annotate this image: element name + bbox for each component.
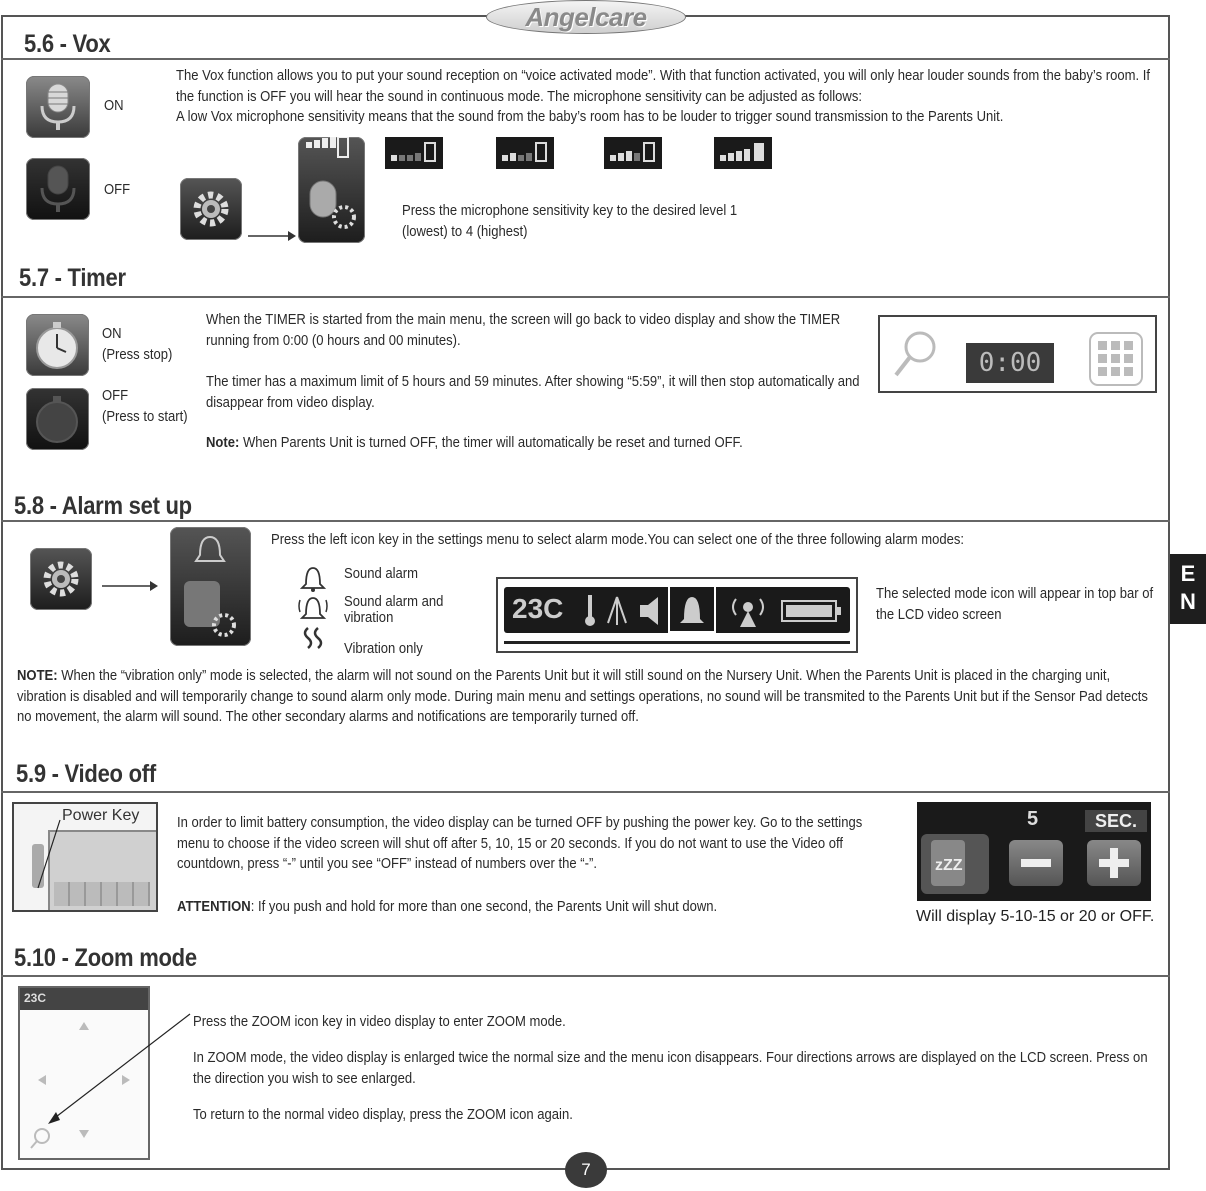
lcd-bar-underline bbox=[504, 641, 850, 644]
countdown-value: 5 bbox=[1027, 808, 1039, 830]
zoom-para3: To return to the normal video display, p… bbox=[193, 1107, 573, 1123]
zoom-para1: Press the ZOOM icon key in video display… bbox=[193, 1014, 566, 1030]
zoom-temperature: 23C bbox=[24, 991, 47, 1005]
brand-logo: Angelcare bbox=[486, 0, 686, 34]
vox-description-2: A low Vox microphone sensitivity means t… bbox=[176, 109, 1004, 125]
timer-para1: When the TIMER is started from the main … bbox=[206, 312, 841, 349]
pointer-line bbox=[37, 819, 61, 889]
divider bbox=[1, 58, 1170, 60]
vox-instruction-line2: (lowest) to 4 (highest) bbox=[402, 224, 528, 240]
vox-description: The Vox function allows you to put your … bbox=[176, 68, 1150, 105]
vox-on-icon bbox=[26, 76, 90, 138]
vox-on-label: ON bbox=[104, 98, 124, 114]
vox-instruction-line1: Press the microphone sensitivity key to … bbox=[402, 203, 738, 219]
alarm-mode-label: Sound alarm and vibration bbox=[344, 594, 444, 626]
timer-off-icon bbox=[26, 388, 89, 450]
arrow-right-icon bbox=[122, 1075, 130, 1085]
alarm-note-label: NOTE: bbox=[17, 668, 58, 684]
divider bbox=[1, 975, 1170, 977]
timer-note-text: When Parents Unit is turned OFF, the tim… bbox=[239, 435, 743, 451]
language-letter: E bbox=[1180, 561, 1196, 586]
timer-on-icon bbox=[26, 314, 89, 376]
video-off-para1: In order to limit battery consumption, t… bbox=[177, 815, 863, 872]
section-title-vox: 5.6 - Vox bbox=[24, 30, 111, 58]
arrow-left-icon bbox=[38, 1075, 46, 1085]
language-tab: E N bbox=[1170, 554, 1206, 624]
zoom-para2: In ZOOM mode, the video display is enlar… bbox=[193, 1050, 1148, 1087]
zoom-magnifier-icon bbox=[894, 331, 936, 377]
alarm-mode-label: Vibration only bbox=[344, 641, 423, 657]
sensitivity-level-icon bbox=[385, 137, 443, 169]
timer-note: Note: When Parents Unit is turned OFF, t… bbox=[206, 433, 863, 454]
vox-sensitivity-key-icon bbox=[298, 136, 365, 243]
video-off-settings-screen: zZZ 5 SEC. bbox=[917, 802, 1151, 901]
alarm-mode-key-icon bbox=[170, 527, 251, 646]
video-off-attention: ATTENTION: If you push and hold for more… bbox=[177, 897, 897, 918]
sleep-icon: zZZ bbox=[921, 834, 989, 894]
timer-para2: The timer has a maximum limit of 5 hours… bbox=[206, 374, 860, 411]
timer-readout: 0:00 bbox=[966, 343, 1054, 383]
plus-icon bbox=[1087, 840, 1141, 886]
device-screen bbox=[48, 830, 156, 910]
zoom-screen-illustration: 23C bbox=[18, 986, 150, 1160]
timer-on-sub: (Press stop) bbox=[102, 347, 173, 363]
zoom-arrows bbox=[30, 1022, 130, 1149]
alarm-mode-label: Sound alarm bbox=[344, 566, 418, 582]
video-off-caption: Will display 5-10-15 or 20 or OFF. bbox=[916, 908, 1155, 925]
vox-off-label: OFF bbox=[104, 182, 131, 198]
section-title-alarm: 5.8 - Alarm set up bbox=[14, 492, 192, 520]
attention-text: : If you push and hold for more than one… bbox=[250, 899, 718, 915]
lcd-temperature: 23C bbox=[512, 593, 564, 624]
alarm-side-text: The selected mode icon will appear in to… bbox=[876, 586, 1154, 623]
zoom-status-bar: 23C bbox=[20, 988, 148, 1010]
section-title-zoom: 5.10 - Zoom mode bbox=[14, 944, 197, 972]
attention-label: ATTENTION bbox=[177, 899, 251, 915]
timer-off-label: OFF bbox=[102, 388, 129, 404]
sensitivity-level-icon bbox=[496, 137, 554, 169]
arrow-right-icon bbox=[248, 231, 296, 241]
vibration-icon bbox=[303, 627, 323, 649]
sensitivity-level-icon bbox=[714, 137, 772, 169]
timer-off-sub: (Press to start) bbox=[102, 409, 188, 425]
pointer-line bbox=[48, 1013, 191, 1124]
arrow-up-icon bbox=[79, 1022, 89, 1030]
sensitivity-level-icon bbox=[604, 137, 662, 169]
thermometer-icon bbox=[585, 595, 595, 626]
section-title-timer: 5.7 - Timer bbox=[19, 264, 126, 292]
seconds-unit: SEC. bbox=[1085, 810, 1147, 832]
language-letter: N bbox=[1180, 589, 1196, 614]
power-key-label: Power Key bbox=[62, 807, 140, 825]
selected-alarm-mode-highlight bbox=[668, 585, 716, 633]
sensor-icon bbox=[607, 596, 627, 625]
power-key-illustration: Power Key bbox=[12, 802, 158, 912]
divider bbox=[1, 520, 1170, 522]
lcd-status-bar: 23C bbox=[504, 585, 850, 633]
arrow-down-icon bbox=[79, 1130, 89, 1138]
settings-gear-icon bbox=[180, 178, 242, 240]
bell-icon bbox=[300, 567, 326, 592]
settings-gear-icon bbox=[30, 548, 92, 610]
timer-on-label: ON bbox=[102, 326, 122, 342]
speaker-icon bbox=[640, 597, 658, 625]
minus-icon bbox=[1009, 840, 1063, 886]
alarm-intro: Press the left icon key in the settings … bbox=[271, 532, 964, 548]
alarm-note-text: When the “vibration only” mode is select… bbox=[17, 668, 1148, 725]
divider bbox=[1, 791, 1170, 793]
signal-tower-icon bbox=[732, 598, 764, 627]
vox-off-icon bbox=[26, 158, 90, 220]
timer-note-label: Note: bbox=[206, 435, 240, 451]
divider bbox=[1, 296, 1170, 298]
battery-icon bbox=[781, 600, 841, 622]
timer-display-panel: 0:00 bbox=[878, 315, 1157, 393]
grid-menu-icon bbox=[1089, 332, 1143, 386]
bell-vibrate-icon bbox=[298, 597, 328, 619]
svg-text:zZZ: zZZ bbox=[935, 857, 963, 874]
alarm-note: NOTE: When the “vibration only” mode is … bbox=[17, 666, 1162, 728]
section-title-video-off: 5.9 - Video off bbox=[16, 760, 156, 788]
lcd-top-bar-preview: 23C bbox=[496, 577, 858, 653]
page-number: 7 bbox=[565, 1152, 607, 1188]
arrow-right-icon bbox=[102, 581, 158, 591]
